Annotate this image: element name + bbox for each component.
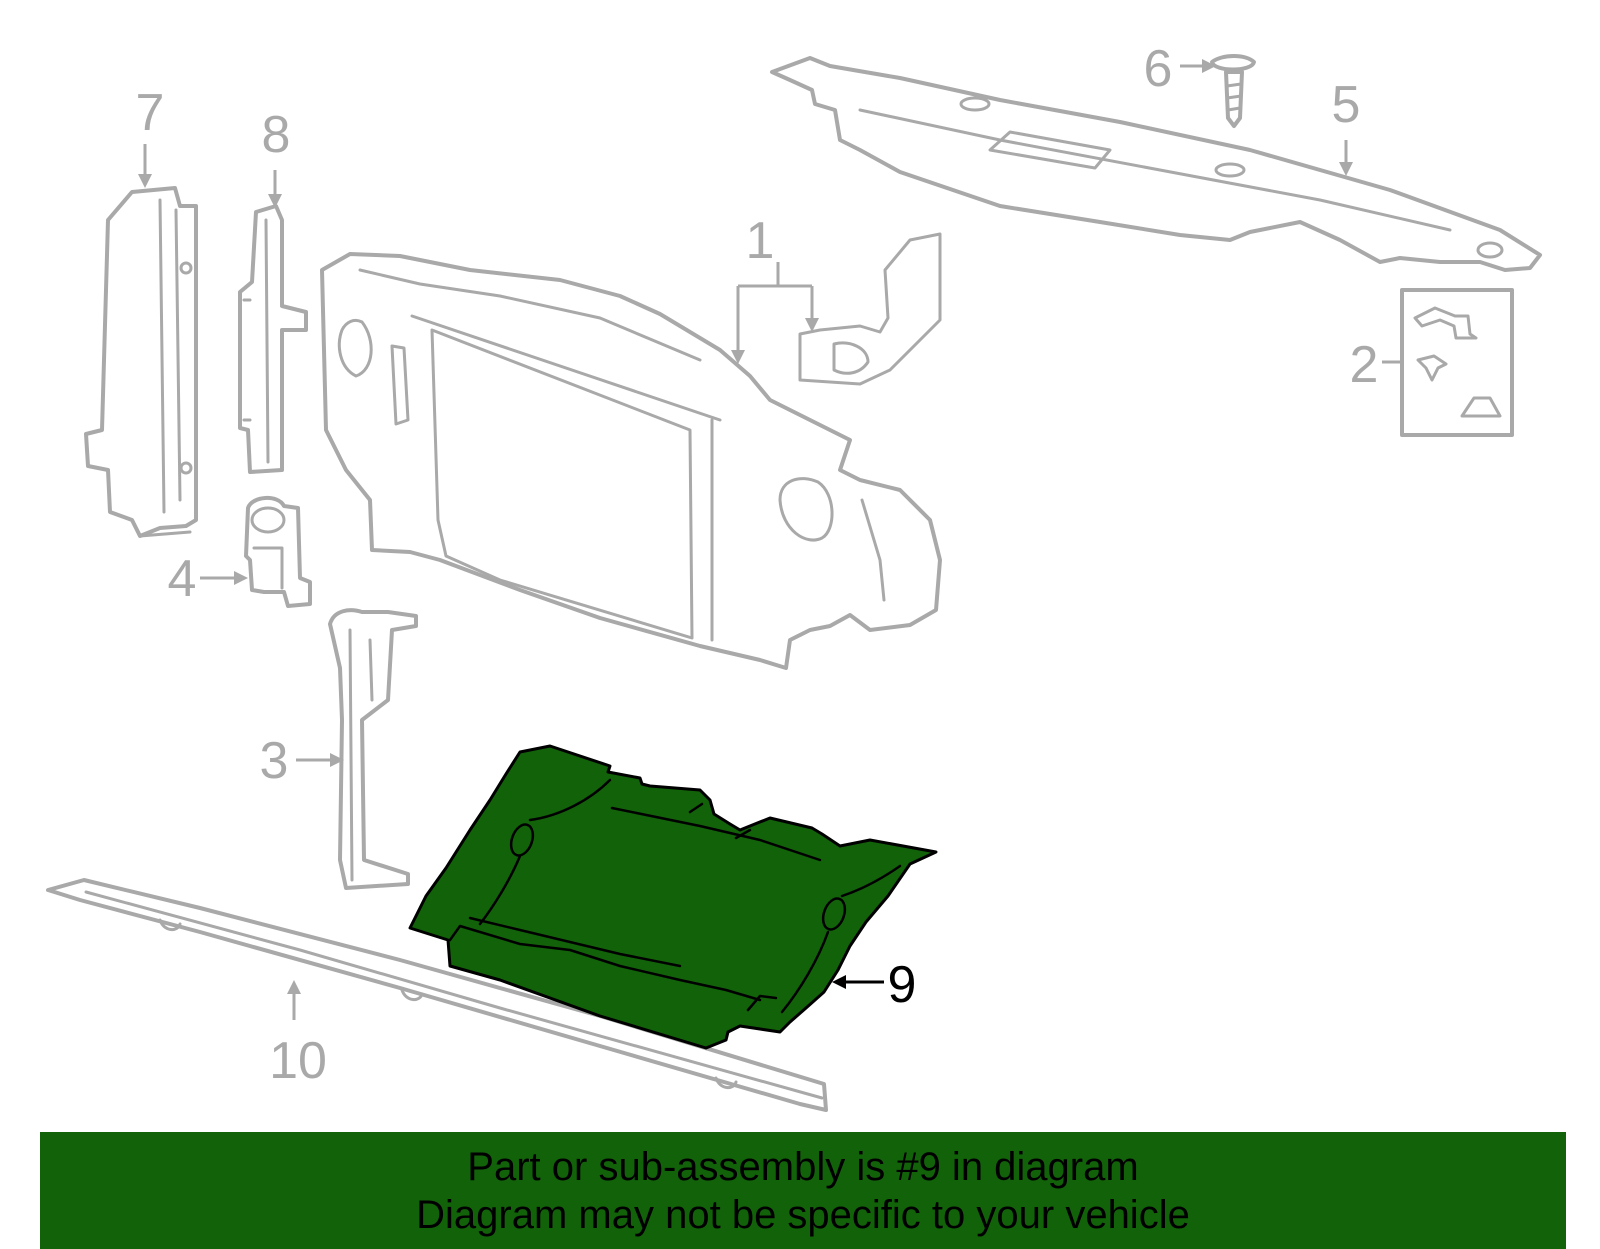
part-1-radiator-support [320, 232, 942, 670]
part-7-side-deflector [84, 186, 198, 538]
info-banner: Part or sub-assembly is #9 in diagram Di… [40, 1132, 1566, 1249]
callout-2: 2 [1350, 336, 1379, 394]
part-2-hardware-kit [1400, 288, 1514, 437]
part-3-support-bracket [328, 608, 418, 890]
banner-line-2: Diagram may not be specific to your vehi… [416, 1192, 1190, 1237]
part-6-push-pin [1210, 54, 1256, 128]
callout-5: 5 [1332, 76, 1361, 134]
callout-3: 3 [260, 732, 289, 790]
part-5-upper-tie-bar [770, 56, 1542, 272]
callout-9: 9 [888, 956, 917, 1014]
part-9-lower-shield [408, 744, 938, 1050]
callout-10: 10 [269, 1032, 327, 1090]
callout-labels: 1 2 3 4 5 6 7 8 9 10 [136, 40, 1379, 1090]
callout-7: 7 [136, 84, 165, 142]
part-10-lower-tie-bar [46, 878, 828, 1112]
leader-lines [138, 59, 1402, 1020]
leader-1 [736, 262, 814, 356]
part-8-air-baffle [238, 204, 308, 474]
banner-line-1: Part or sub-assembly is #9 in diagram [467, 1144, 1139, 1189]
part-4-bracket [244, 496, 312, 608]
callout-8: 8 [262, 106, 291, 164]
callout-1: 1 [746, 212, 775, 270]
highlighted-part-shape [408, 744, 938, 1050]
callout-4: 4 [168, 550, 197, 608]
callout-6: 6 [1144, 40, 1173, 98]
